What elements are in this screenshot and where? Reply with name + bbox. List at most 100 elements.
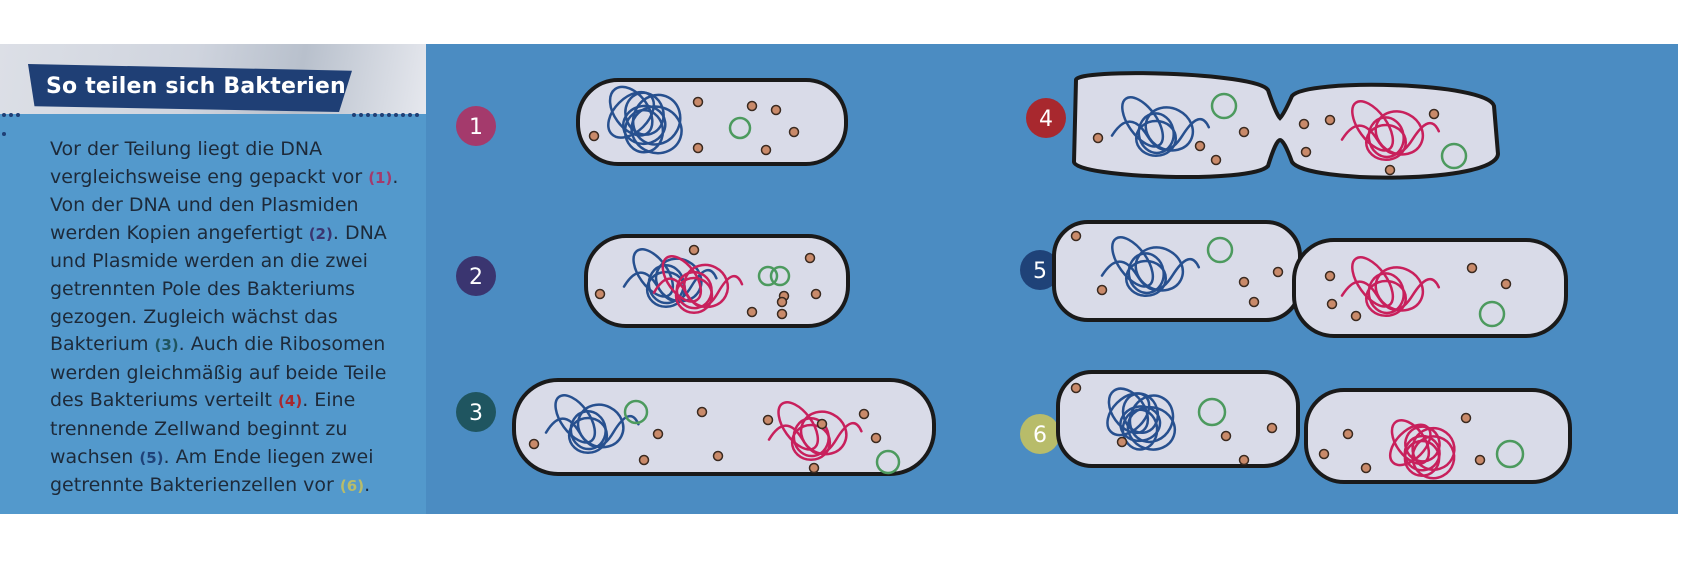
ribosome-dot xyxy=(692,96,704,108)
dna-loop xyxy=(792,417,830,458)
ribosome-dot xyxy=(810,288,822,300)
dna-packed-step-6-right xyxy=(1388,419,1456,480)
step-number-1: 1 xyxy=(469,115,483,140)
text-segment: . DNA und Plasmide werden an die zwei ge… xyxy=(50,221,387,356)
ribosome-dot xyxy=(1466,262,1478,274)
plasmid-copy-ring xyxy=(769,265,791,287)
text-segment: Vor der Teilung liegt die DNA vergleichs… xyxy=(50,138,369,188)
ribosome-dot xyxy=(1248,296,1260,308)
dna-strand xyxy=(1340,277,1441,311)
ribosome-dot xyxy=(1326,298,1338,310)
dna-copy-step-5 xyxy=(1340,256,1441,318)
dna-loop xyxy=(1367,272,1405,315)
step-reference-4: (4) xyxy=(278,392,303,411)
description-text: Vor der Teilung liegt die DNA vergleichs… xyxy=(50,136,422,501)
ribosome-dot xyxy=(1428,108,1440,120)
dna-strand xyxy=(1100,257,1201,291)
plasmid-ring xyxy=(1495,439,1525,469)
dna-loop xyxy=(1404,425,1441,463)
plasmid-ring xyxy=(1197,397,1227,427)
dot xyxy=(16,113,20,117)
dna-loop xyxy=(621,104,667,146)
dna-strand xyxy=(1110,117,1211,151)
step-reference-6: (6) xyxy=(339,477,365,496)
ribosome-dot xyxy=(1324,114,1336,126)
dna-loop xyxy=(567,416,609,455)
ribosome-dot xyxy=(692,142,704,154)
dna-loop xyxy=(1137,112,1175,155)
dna-loop xyxy=(661,255,703,303)
cell-step-2 xyxy=(584,234,850,328)
ribosome-dot xyxy=(1070,230,1082,242)
ribosome-dot xyxy=(1300,146,1312,158)
dna-packed-step-6-left xyxy=(1106,387,1177,451)
ribosome-dot xyxy=(1360,462,1372,474)
ribosome-dot xyxy=(652,428,664,440)
text-segment: . Von der DNA und den Plasmiden werden K… xyxy=(50,165,399,244)
ribosome-dot xyxy=(1350,310,1362,322)
ribosome-dot xyxy=(746,100,758,112)
ribosome-dot xyxy=(1500,278,1512,290)
ribosome-dot xyxy=(1238,454,1250,466)
ribosome-dot xyxy=(858,408,870,420)
ribosome-dot xyxy=(1318,448,1330,460)
dot xyxy=(415,113,419,117)
ribosome-dot xyxy=(1220,430,1232,442)
dot xyxy=(394,113,398,117)
step-reference-1: (1) xyxy=(368,168,393,187)
ribosome-dot xyxy=(1298,118,1310,130)
ribosome-dot xyxy=(588,130,600,142)
step-number-3: 3 xyxy=(469,401,483,426)
plasmid-ring xyxy=(728,116,752,140)
ribosome-dot xyxy=(770,104,782,116)
dna-loop xyxy=(1364,123,1408,162)
dna-strand xyxy=(622,268,718,302)
ribosome-dot xyxy=(1194,140,1206,152)
dna-strand xyxy=(1340,121,1441,155)
step-number-5: 5 xyxy=(1033,259,1047,284)
dna-loop xyxy=(608,85,654,137)
dna-loop xyxy=(1107,387,1150,435)
dna-copy-step-2 xyxy=(652,255,744,315)
dna-strand xyxy=(544,414,640,448)
step-badge-6 xyxy=(1020,414,1060,454)
step-badge-4 xyxy=(1026,98,1066,138)
step-badge-5 xyxy=(1020,250,1060,290)
ribosome-dot xyxy=(1092,132,1104,144)
dot xyxy=(2,132,6,136)
dot xyxy=(9,113,13,117)
ribosome-dot xyxy=(1266,422,1278,434)
step-badge-3 xyxy=(456,392,496,432)
dot xyxy=(380,113,384,117)
ribosome-dot xyxy=(1238,126,1250,138)
ribosome-dot xyxy=(746,306,758,318)
dna-loop xyxy=(1124,259,1168,298)
dna-original-step-5 xyxy=(1100,236,1201,298)
cell-step-6-left xyxy=(1056,370,1300,468)
ribosome-dot xyxy=(808,462,820,474)
ribosome-dot xyxy=(638,454,650,466)
step-reference-3: (3) xyxy=(154,336,179,355)
dna-loop xyxy=(569,410,607,451)
ribosome-dot xyxy=(816,418,828,430)
ribosome-dot xyxy=(1460,412,1472,424)
dna-strand xyxy=(652,274,744,308)
ribosome-dot xyxy=(712,450,724,462)
illustration-panel: So teilen sich Bakterien Vor der Teilung… xyxy=(0,44,1678,514)
dna-loop xyxy=(1121,392,1160,434)
text-segment: . xyxy=(364,474,371,497)
ribosome-dot xyxy=(788,126,800,138)
plasmid-ring xyxy=(1206,236,1234,264)
ribosome-dot xyxy=(1272,266,1284,278)
plasmid-ring xyxy=(1478,300,1506,328)
ribosome-dot xyxy=(1116,436,1128,448)
step-reference-2: (2) xyxy=(308,224,333,243)
dna-loop xyxy=(1134,119,1178,158)
dna-loop xyxy=(624,91,665,136)
step-number-2: 2 xyxy=(469,265,483,290)
dna-original-step-3 xyxy=(544,394,640,455)
ribosome-dot xyxy=(804,252,816,264)
ribosome-dot xyxy=(528,438,540,450)
